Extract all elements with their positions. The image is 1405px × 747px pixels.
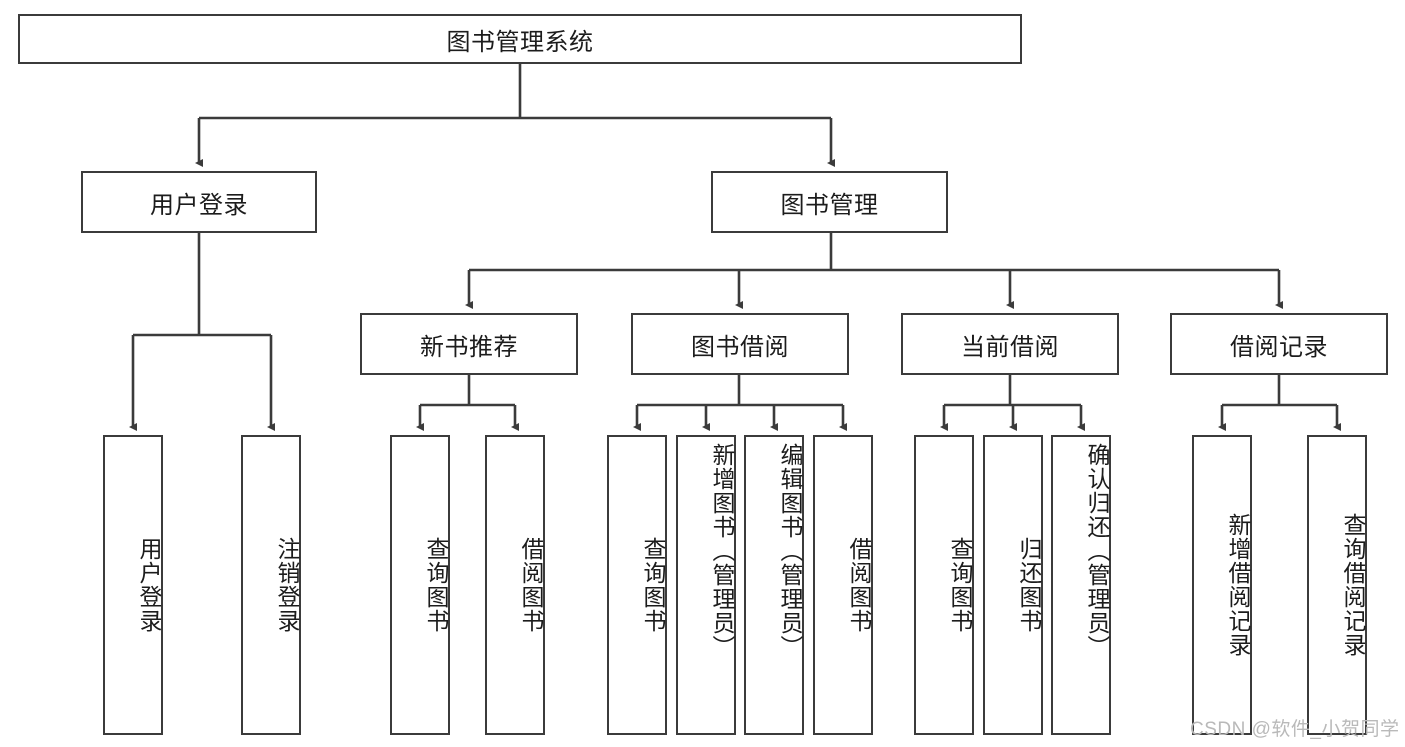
node-book-management[interactable]: 图书管理	[711, 171, 948, 233]
leaf-user-login-signout[interactable]: 注销登录	[241, 435, 301, 735]
node-root-label: 图书管理系统	[446, 28, 594, 56]
leaf-label: 新增借阅记录	[1225, 513, 1251, 657]
leaf-record-query[interactable]: 查询借阅记录	[1307, 435, 1367, 735]
leaf-new-book-borrow[interactable]: 借阅图书	[485, 435, 545, 735]
node-new-book-recommend-label: 新书推荐	[420, 333, 518, 361]
node-user-login-label: 用户登录	[150, 191, 248, 219]
node-book-borrow-label: 图书借阅	[691, 333, 789, 361]
leaf-label: 新增图书（管理员）	[709, 443, 735, 659]
leaf-label: 确认归还（管理员）	[1084, 443, 1110, 659]
node-root[interactable]: 图书管理系统	[18, 14, 1022, 64]
node-new-book-recommend[interactable]: 新书推荐	[360, 313, 578, 375]
leaf-label: 查询图书	[423, 537, 449, 633]
node-borrow-record[interactable]: 借阅记录	[1170, 313, 1388, 375]
leaf-borrow-borrow-book[interactable]: 借阅图书	[813, 435, 873, 735]
node-book-borrow[interactable]: 图书借阅	[631, 313, 849, 375]
leaf-label: 编辑图书（管理员）	[777, 443, 803, 659]
leaf-label: 借阅图书	[846, 537, 872, 633]
leaf-borrow-edit-book[interactable]: 编辑图书（管理员）	[744, 435, 804, 735]
leaf-current-return-book[interactable]: 归还图书	[983, 435, 1043, 735]
leaf-label: 查询借阅记录	[1340, 513, 1366, 657]
leaf-label: 借阅图书	[518, 537, 544, 633]
leaf-borrow-query-book[interactable]: 查询图书	[607, 435, 667, 735]
leaf-label: 查询图书	[640, 537, 666, 633]
leaf-current-confirm-return[interactable]: 确认归还（管理员）	[1051, 435, 1111, 735]
leaf-new-book-query[interactable]: 查询图书	[390, 435, 450, 735]
node-user-login[interactable]: 用户登录	[81, 171, 317, 233]
leaf-borrow-add-book[interactable]: 新增图书（管理员）	[676, 435, 736, 735]
csdn-watermark: CSDN @软件_小贺同学	[1190, 719, 1400, 740]
leaf-label: 查询图书	[947, 537, 973, 633]
leaf-label: 归还图书	[1016, 537, 1042, 633]
node-current-borrow[interactable]: 当前借阅	[901, 313, 1119, 375]
node-current-borrow-label: 当前借阅	[961, 333, 1059, 361]
node-borrow-record-label: 借阅记录	[1230, 333, 1328, 361]
leaf-label: 注销登录	[274, 537, 300, 633]
leaf-current-query-book[interactable]: 查询图书	[914, 435, 974, 735]
leaf-user-login-signin[interactable]: 用户登录	[103, 435, 163, 735]
leaf-label: 用户登录	[136, 537, 162, 633]
node-book-management-label: 图书管理	[780, 191, 879, 219]
leaf-record-add[interactable]: 新增借阅记录	[1192, 435, 1252, 735]
